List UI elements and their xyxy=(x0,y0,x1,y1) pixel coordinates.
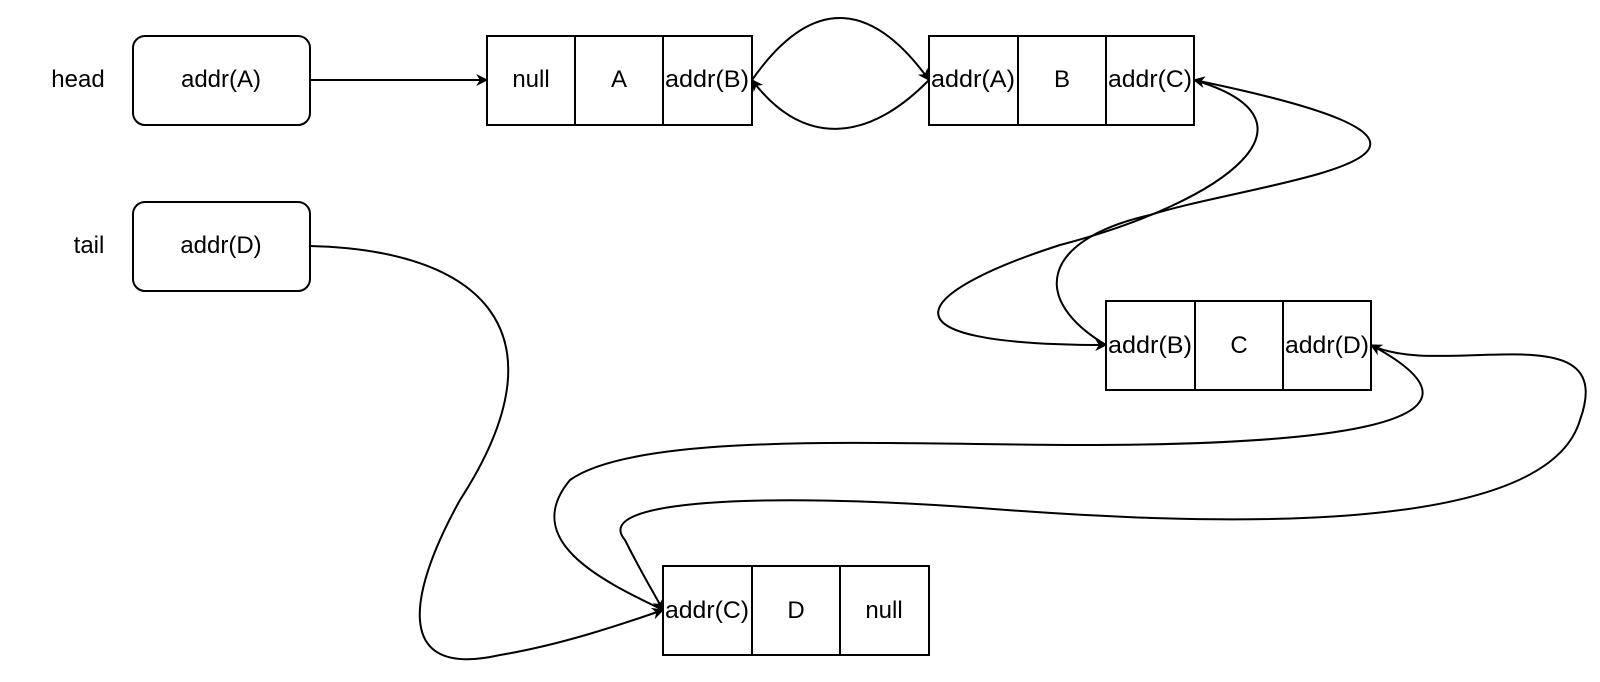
node-b-next-cell xyxy=(1105,35,1195,126)
node-d-next-cell xyxy=(839,565,930,656)
node-b-next: addr(C) xyxy=(1108,66,1192,93)
node-b-prev: addr(A) xyxy=(931,66,1015,93)
node-b[interactable]: addr(A) B addr(C) xyxy=(928,35,1195,126)
node-c-data: C xyxy=(1230,332,1247,359)
node-d-prev-cell xyxy=(662,565,753,656)
node-d-next: null xyxy=(865,597,902,624)
node-a-next: addr(B) xyxy=(665,66,749,93)
tail-pointer: tail addr(D) xyxy=(74,201,311,292)
node-b-prev-to-node-a-arrow xyxy=(751,79,930,130)
node-a-prev-cell xyxy=(486,35,576,126)
head-label: head xyxy=(51,66,104,93)
head-pointer: head addr(A) xyxy=(51,35,311,126)
node-d-data-cell xyxy=(751,565,841,656)
node-c-data-cell xyxy=(1194,300,1284,391)
node-c-next-cell xyxy=(1282,300,1372,391)
node-b-data-cell xyxy=(1017,35,1107,126)
node-d-prev-to-node-c-arrow xyxy=(553,344,1424,611)
node-d[interactable]: addr(C) D null xyxy=(662,565,930,656)
node-a-data: A xyxy=(611,66,627,93)
tail-pointer-value: addr(D) xyxy=(180,232,261,259)
node-d-prev: addr(C) xyxy=(665,597,749,624)
node-a[interactable]: null A addr(B) xyxy=(486,35,753,126)
node-c-prev: addr(B) xyxy=(1108,332,1192,359)
node-c-next: addr(D) xyxy=(1285,332,1369,359)
head-pointer-value: addr(A) xyxy=(181,66,261,93)
node-d-data: D xyxy=(787,597,804,624)
node-c-prev-to-node-b-arrow xyxy=(1055,76,1372,346)
node-b-prev-cell xyxy=(928,35,1019,126)
tail-label: tail xyxy=(74,232,105,259)
node-a-prev: null xyxy=(512,66,549,93)
node-c-prev-cell xyxy=(1105,300,1196,391)
node-c[interactable]: addr(B) C addr(D) xyxy=(1105,300,1372,391)
node-b-next-to-node-c-arrow xyxy=(937,79,1259,351)
node-c-next-to-node-d-arrow xyxy=(619,344,1587,612)
tail-to-node-d-arrow xyxy=(309,245,665,661)
node-b-data: B xyxy=(1054,66,1070,93)
node-a-next-to-node-b-arrow xyxy=(751,17,930,81)
